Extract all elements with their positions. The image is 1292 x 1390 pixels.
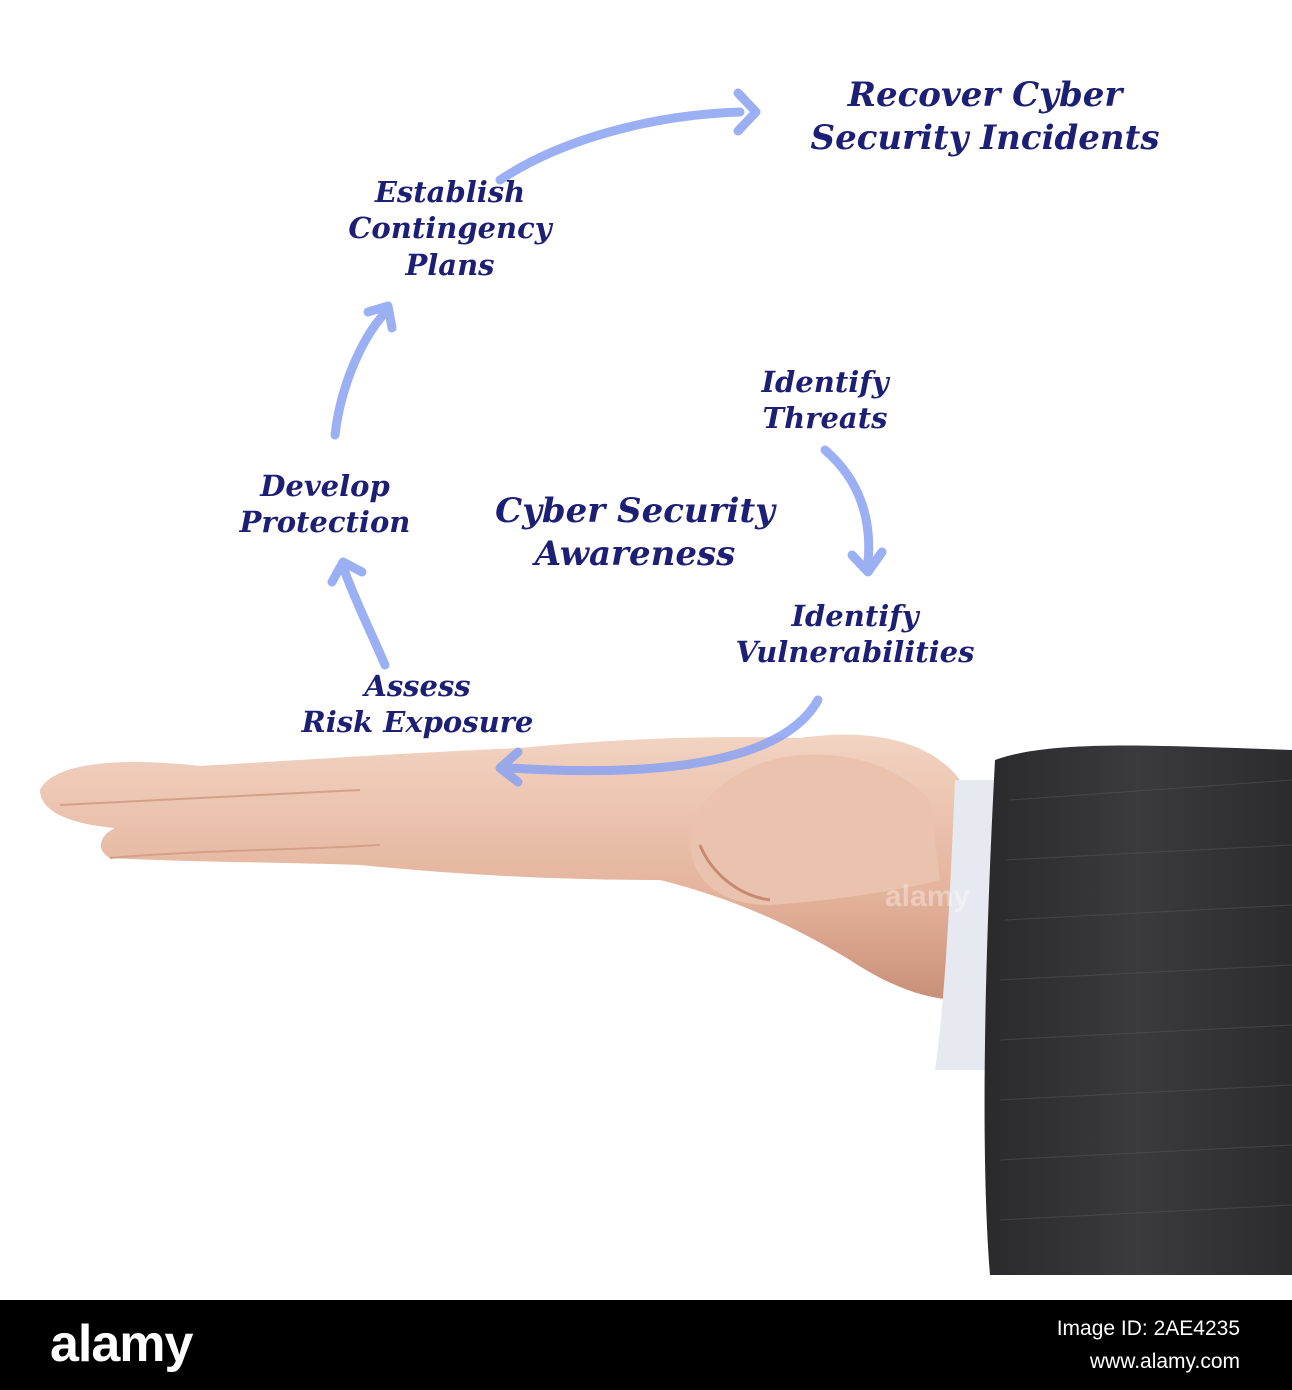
- hand-illustration: [40, 734, 1292, 1275]
- diagram-canvas: Recover Cyber Security Incidents Establi…: [40, 75, 1292, 1275]
- sleeve-texture: [999, 779, 1292, 1221]
- shirt-cuff: [935, 780, 1000, 1070]
- thumb-crease: [698, 844, 771, 902]
- footer-bar: alamy Image ID: 2AE4235 www.alamy.com: [0, 1300, 1292, 1390]
- arrow-to-recover: [495, 107, 745, 185]
- finger-crease: [59, 789, 361, 806]
- arrow-develop-head: [327, 557, 367, 587]
- step-develop-protection: Develop Protection: [239, 469, 411, 540]
- arrows-layer: [327, 88, 887, 787]
- step-assess-risk-exposure: Assess Risk Exposure: [301, 669, 534, 740]
- arrow-assess-to-develop: [340, 567, 390, 670]
- brand-logo: alamy: [50, 1315, 193, 1373]
- step-establish-contingency-plans: Establish Contingency Plans: [348, 175, 552, 282]
- site-url-text: www.alamy.com: [1089, 1350, 1240, 1373]
- watermark: alamy: [885, 880, 971, 913]
- arrow-develop-to-establish: [330, 308, 390, 440]
- step-identify-threats: Identify Threats: [761, 365, 889, 436]
- step-recover-incidents: Recover Cyber Security Incidents: [810, 75, 1160, 158]
- image-id-text: Image ID: 2AE4235: [1056, 1317, 1240, 1340]
- arrow-threats-to-vulnerabilities: [820, 445, 874, 567]
- arrow-vulnerabilities-to-assess: [505, 695, 823, 776]
- thumb-shape: [690, 754, 940, 905]
- finger-crease: [109, 844, 381, 859]
- arrow-assess-head: [495, 747, 523, 787]
- arrow-to-recover-head: [733, 88, 761, 136]
- diagram-center-label: Cyber Security Awareness: [495, 491, 775, 574]
- arrow-threats-head: [847, 547, 887, 577]
- jacket-sleeve: [984, 745, 1292, 1275]
- arrow-establish-head: [363, 301, 397, 333]
- step-identify-vulnerabilities: Identify Vulnerabilities: [735, 599, 975, 670]
